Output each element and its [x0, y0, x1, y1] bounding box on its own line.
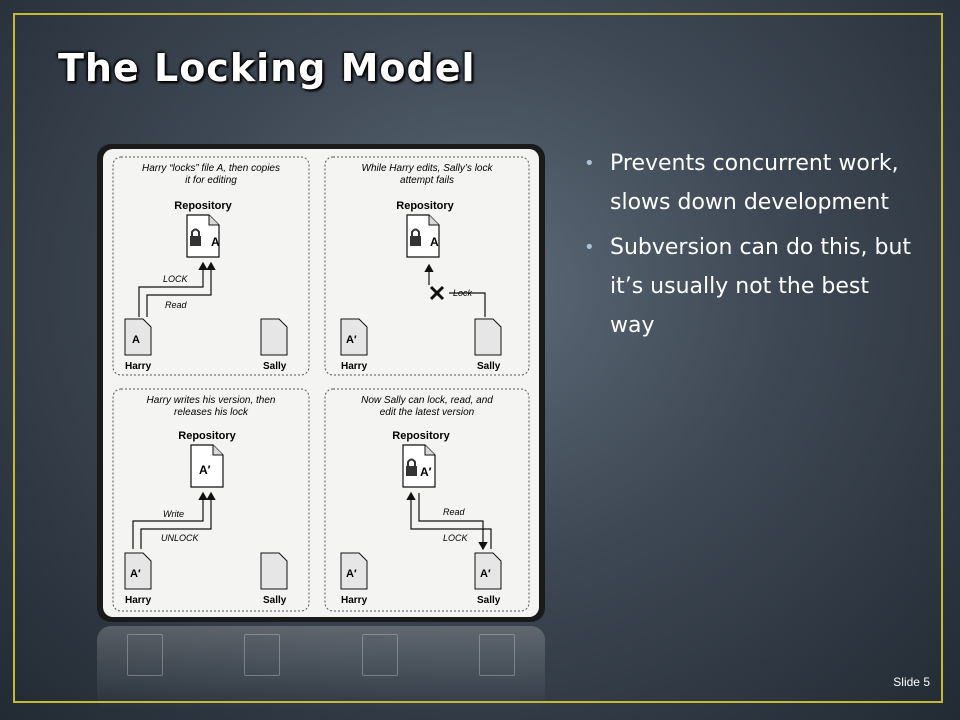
panel-1-caption-line-1: Harry “locks” file A, then copies [142, 163, 280, 174]
panel-1-repository-label: Repository [174, 200, 232, 212]
panel-3-write-arrow-label: Write [163, 509, 184, 519]
panel-2-caption-line-2: attempt fails [400, 175, 454, 186]
locking-diagram: Harry “locks” file A, then copies it for… [97, 144, 545, 622]
panel-4-lock-arrow-label: LOCK [443, 533, 469, 543]
panel-1-repo-file [186, 214, 220, 258]
panel-3: Harry writes his version, then releases … [112, 388, 310, 612]
panel-2-caption-line-1: While Harry edits, Sally’s lock [362, 163, 494, 174]
panel-1-repo-file-label: A [211, 235, 220, 249]
panel-2-repository-label: Repository [396, 200, 454, 212]
panel-1-lock-icon [190, 228, 201, 246]
diagram-svg: Harry “locks” file A, then copies it for… [112, 156, 530, 612]
panel-2-harry-label: Harry [341, 361, 368, 372]
panel-4-read-arrow-label: Read [443, 507, 466, 517]
panel-4-sally-label: Sally [477, 595, 501, 606]
bullet-text: Prevents concurrent work, slows down dev… [610, 151, 899, 215]
panel-3-harry-file-label: A′ [130, 568, 141, 580]
panel-3-sally-label: Sally [263, 595, 287, 606]
panel-3-repository-label: Repository [178, 430, 236, 442]
bullet-item: • Prevents concurrent work, slows down d… [582, 144, 912, 222]
diagram-canvas: Harry “locks” file A, then copies it for… [103, 149, 539, 617]
panel-3-harry-label: Harry [125, 595, 152, 606]
panel-1-sally-label: Sally [263, 361, 287, 372]
panel-4-repository-label: Repository [392, 430, 450, 442]
panel-2-lock-icon [410, 228, 421, 246]
bullet-marker-icon: • [584, 237, 595, 258]
panel-1-read-arrow-label: Read [165, 300, 188, 310]
panel-4-harry-file-label: A′ [346, 568, 357, 580]
bullet-text: Subversion can do this, but it’s usually… [610, 235, 912, 338]
panel-2-sally-file [474, 318, 502, 356]
panel-3-repo-file [190, 444, 224, 488]
panel-2-repo-file-label: A [430, 235, 439, 249]
panel-4-repo-file [402, 444, 436, 488]
panel-2-sally-label: Sally [477, 361, 501, 372]
panel-4-harry-label: Harry [341, 595, 368, 606]
panel-3-caption-line-2: releases his lock [174, 407, 249, 418]
panel-4-harry-file [340, 552, 368, 590]
panel-2-fail-x-icon [429, 285, 445, 301]
panel-4: Now Sally can lock, read, and edit the l… [324, 388, 530, 612]
panel-1-sally-file [260, 318, 288, 356]
bullet-list: • Prevents concurrent work, slows down d… [582, 144, 912, 351]
slide-frame [13, 13, 943, 703]
panel-4-sally-file [474, 552, 502, 590]
panel-1: Harry “locks” file A, then copies it for… [112, 156, 310, 376]
panel-1-lock-arrow-label: LOCK [163, 274, 189, 284]
panel-2: While Harry edits, Sally’s lock attempt … [324, 156, 530, 376]
panel-3-repo-file-label: A′ [199, 463, 211, 477]
panel-2-harry-file [340, 318, 368, 356]
panel-1-harry-label: Harry [125, 361, 152, 372]
panel-1-harry-file [124, 318, 152, 356]
panel-4-caption-line-1: Now Sally can lock, read, and [361, 395, 493, 406]
panel-1-caption-line-2: it for editing [185, 175, 237, 186]
bullet-item: • Subversion can do this, but it’s usual… [582, 228, 912, 345]
panel-2-repo-file [406, 214, 440, 258]
panel-3-harry-file [124, 552, 152, 590]
panel-4-caption-line-2: edit the latest version [380, 407, 475, 418]
panel-2-harry-file-label: A′ [346, 334, 357, 346]
panel-1-harry-file-label: A [132, 334, 140, 346]
panel-4-repo-file-label: A′ [420, 465, 432, 479]
panel-2-lock-arrow-label: Lock [453, 288, 473, 298]
panel-4-sally-file-label: A′ [480, 568, 491, 580]
panel-4-lock-icon [406, 458, 417, 476]
slide-number: Slide 5 [893, 675, 930, 689]
reflection-ghost-shapes [127, 634, 515, 710]
panel-3-sally-file [260, 552, 288, 590]
bullet-marker-icon: • [584, 153, 595, 174]
diagram-reflection [97, 626, 545, 710]
panel-3-caption-line-1: Harry writes his version, then [147, 395, 276, 406]
slide-title: The Locking Model [58, 46, 476, 90]
panel-3-unlock-arrow-label: UNLOCK [161, 533, 200, 543]
